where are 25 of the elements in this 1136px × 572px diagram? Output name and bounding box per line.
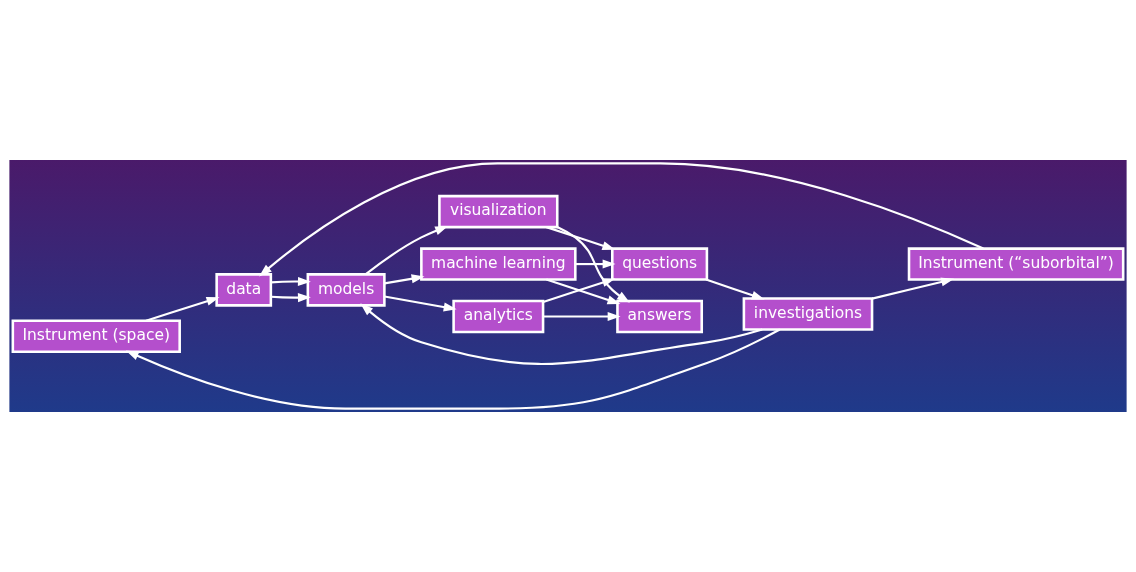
arrow — [543, 312, 621, 322]
arrow — [871, 277, 955, 300]
arrow — [705, 278, 765, 300]
arrow — [360, 303, 763, 365]
arrow — [270, 276, 311, 286]
arrow — [125, 328, 781, 410]
node-box: investigations — [742, 297, 874, 331]
arrow — [145, 296, 220, 322]
node-box: data — [215, 273, 273, 307]
arrow — [384, 274, 425, 285]
arrow — [365, 225, 449, 276]
node-box: machine learning — [420, 247, 577, 281]
arrow — [270, 293, 311, 303]
arrow — [384, 295, 457, 312]
node-box: visualization — [438, 194, 559, 229]
node-box: Instrument (“suborbital”) — [907, 247, 1125, 281]
arrow — [259, 162, 984, 277]
node-box: answers — [616, 299, 704, 334]
node-box: models — [306, 273, 386, 307]
node-box: questions — [611, 247, 709, 281]
arrow — [546, 226, 616, 251]
arrow — [556, 225, 630, 303]
arrow — [575, 259, 616, 269]
node-box: Instrument (space) — [11, 319, 181, 354]
node-box: analytics — [452, 299, 545, 334]
